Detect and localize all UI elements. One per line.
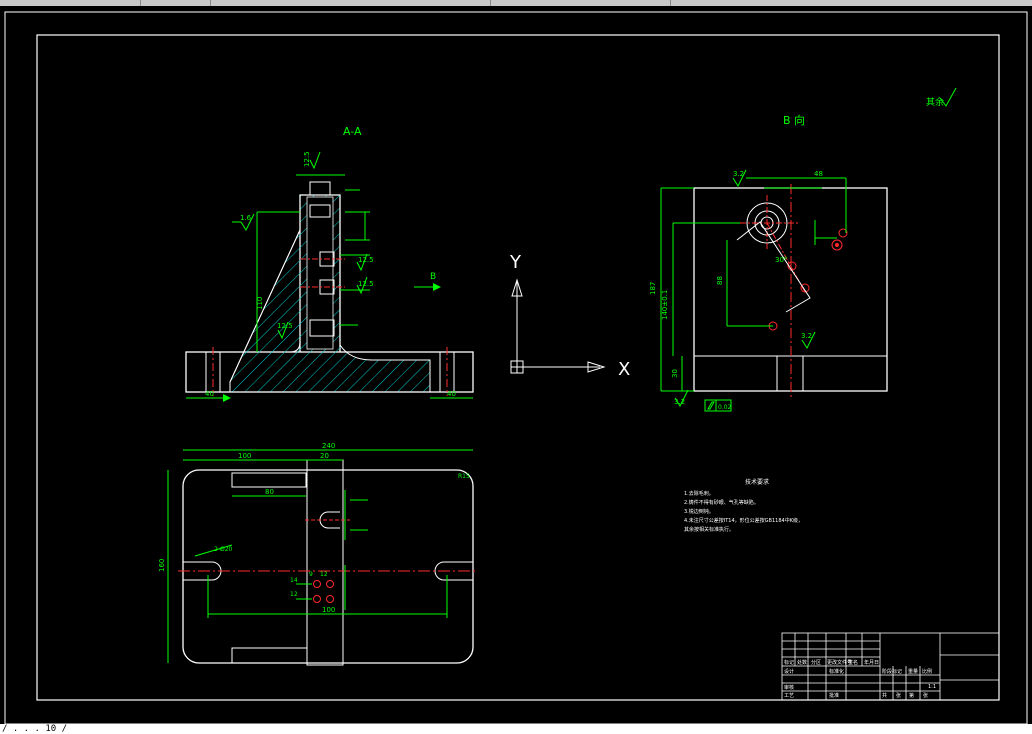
aa-top-bore	[309, 181, 331, 196]
b-hole-2	[831, 239, 843, 251]
b-hole-4	[800, 283, 810, 293]
svg-text:3.2: 3.2	[674, 398, 685, 406]
svg-text:3.2: 3.2	[801, 332, 812, 340]
section-aa-view: A-A 40 40 110	[185, 125, 474, 402]
svg-text:更改文件号: 更改文件号	[827, 659, 852, 666]
plan-dim-r: R15	[458, 473, 470, 480]
plan-hole-2	[326, 580, 334, 588]
b-dim-height-mid: 140±0.1	[661, 290, 669, 320]
svg-text:12.5: 12.5	[303, 151, 311, 167]
roughness-note-label: 其余	[926, 96, 944, 108]
view-aa-label: A-A	[343, 125, 362, 138]
aa-dim-base-left: 40	[205, 390, 214, 398]
drawing-frame	[36, 34, 1000, 701]
aa-column-slot	[306, 196, 334, 350]
svg-text:比例: 比例	[922, 668, 932, 675]
aa-bore-4	[309, 319, 335, 337]
tb-design: 设计	[784, 668, 794, 675]
aa-bore-1	[309, 204, 331, 218]
svg-text:分区: 分区	[811, 659, 821, 666]
tech-note-line-3: 3.锐边倒钝。	[684, 508, 714, 515]
tb-process: 工艺	[784, 693, 794, 699]
aa-roughness-4: 12.5	[356, 276, 374, 295]
b-dim-base: 30	[671, 369, 679, 378]
aa-roughness-1: 1.6	[232, 213, 255, 232]
technical-notes: 技术要求 1.去除毛刺。 2.铸件不得有砂眼、气孔等缺陷。 3.锐边倒钝。 4.…	[684, 478, 803, 533]
outer-sheet-border	[4, 11, 1028, 724]
tb-approve: 批准	[829, 692, 839, 699]
b-roughness-bottom: 3.2	[674, 389, 689, 408]
aa-dim-height: 110	[256, 297, 264, 310]
plan-hole-1	[313, 580, 321, 588]
b-roughness-top: 3.2	[732, 169, 747, 188]
aa-roughness-3: 12.5	[356, 253, 374, 272]
cad-drawing-canvas[interactable]: A-A 40 40 110	[0, 6, 1032, 724]
b-dim-width: 48	[814, 170, 823, 178]
plan-dim-mid: 20	[320, 452, 329, 460]
plan-dim-slot: 80	[265, 488, 274, 496]
section-marker-b: B	[430, 272, 436, 282]
tech-note-line-4: 4.未注尺寸公差按IT14，形位公差按GB1184中K级，	[684, 517, 803, 524]
plan-dim-hole-9: 9	[309, 571, 313, 578]
tb-std: 标准化	[829, 668, 844, 675]
title-block-text: 标记 处数 分区 更改文件号 签名 年月日 设计 标准化 审核 工艺 批准 阶段…	[784, 659, 936, 699]
tech-notes-title: 技术要求	[745, 478, 769, 486]
axis-x-label: X	[618, 359, 630, 380]
plan-hole-4	[326, 595, 334, 603]
top-window-strip	[0, 0, 1032, 6]
svg-text:第: 第	[909, 692, 914, 699]
b-flatness-tol: 0.02	[718, 404, 732, 411]
tb-scale: 1:1	[928, 684, 936, 690]
tech-note-line-5: 其余按相关标准执行。	[684, 526, 734, 533]
svg-text:12.5: 12.5	[358, 280, 374, 288]
svg-text:年月日: 年月日	[864, 659, 879, 666]
b-roughness-right: 3.2	[801, 331, 816, 350]
tech-note-line-1: 1.去除毛刺。	[684, 490, 714, 497]
axis-y-label: Y	[509, 252, 522, 273]
svg-text:张: 张	[896, 692, 901, 699]
plan-dim-bottom: 100	[322, 606, 335, 614]
svg-text:标记: 标记	[784, 659, 794, 666]
title-block	[781, 632, 1000, 701]
b-dim-88: 88	[716, 276, 724, 285]
svg-text:重量: 重量	[908, 668, 918, 675]
status-bar: / . . . 10 /	[0, 724, 1032, 734]
view-b-label: B 向	[783, 113, 805, 127]
svg-text:阶段标记: 阶段标记	[882, 668, 902, 675]
plan-dim-radius-note: 2-Ø20	[214, 546, 233, 553]
status-text: / . . . 10 /	[2, 724, 68, 734]
b-dim-height-total: 187	[649, 282, 657, 295]
tb-check: 审核	[784, 684, 794, 691]
plan-view: 240 100 20 80 160 100 2-Ø20 R15 9 12 14 …	[158, 442, 478, 666]
aa-dim-base-right: 40	[447, 390, 456, 398]
b-dim-angle: 30°	[775, 256, 787, 264]
svg-text:12.5: 12.5	[358, 256, 374, 264]
b-flatness-frame	[704, 399, 732, 412]
svg-text:共: 共	[882, 692, 887, 699]
b-hole-1	[838, 228, 848, 238]
svg-text:处数: 处数	[797, 659, 807, 666]
plan-dim-hole-14: 14	[290, 577, 298, 584]
svg-text:12.5: 12.5	[277, 322, 293, 330]
plan-plate-outline	[182, 469, 474, 664]
view-b: B 向 其余 48 187 140±0	[649, 87, 957, 412]
plan-dim-hole-12b: 12	[290, 591, 298, 598]
svg-text:3.2: 3.2	[733, 170, 744, 178]
plan-dim-height: 160	[158, 559, 166, 572]
svg-text:张: 张	[923, 692, 928, 699]
ucs-axis-icon: Y X	[509, 252, 630, 380]
plan-column-footprint	[306, 459, 344, 666]
aa-roughness-5: 12.5	[277, 321, 293, 340]
tech-note-line-2: 2.铸件不得有砂眼、气孔等缺陷。	[684, 499, 759, 506]
roughness-note-symbol	[939, 87, 957, 107]
plan-dim-left: 100	[238, 452, 251, 460]
svg-text:签名: 签名	[848, 659, 858, 666]
plan-dim-total: 240	[322, 442, 335, 450]
aa-roughness-2: 12.5	[303, 151, 321, 170]
plan-dim-hole-12a: 12	[320, 571, 328, 578]
plan-hole-3	[313, 595, 321, 603]
aa-inner-fillet	[289, 341, 301, 353]
plan-top-slot	[231, 472, 307, 488]
svg-text:1.6: 1.6	[240, 214, 252, 222]
